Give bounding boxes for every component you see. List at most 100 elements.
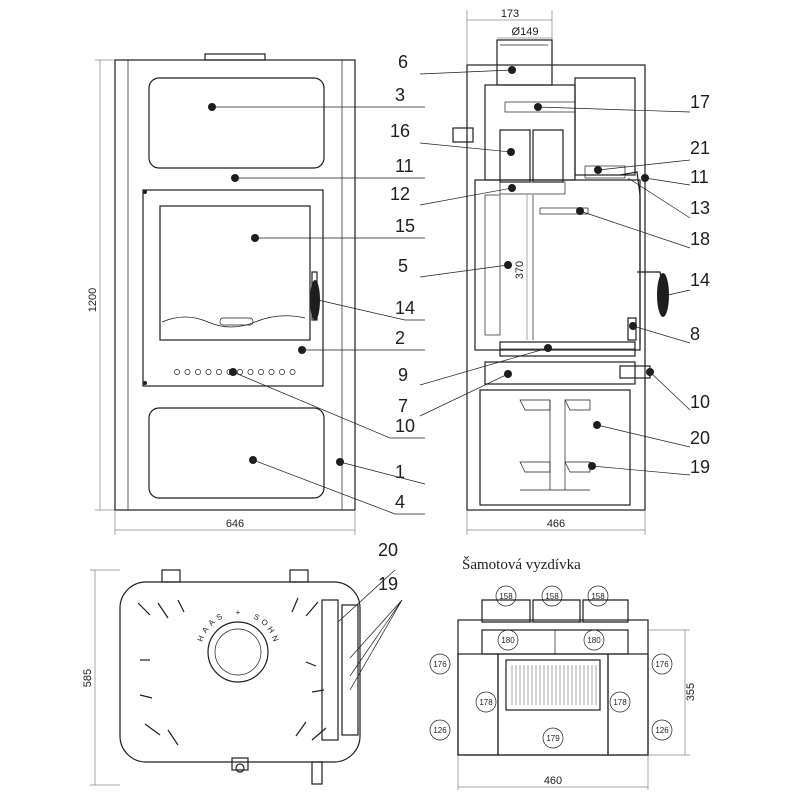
brick-marker-circle — [475, 691, 497, 713]
grate-opening — [505, 659, 601, 711]
brick-marker-circle — [542, 727, 564, 749]
side-label-13: 13 — [690, 198, 710, 218]
air-vent-hole — [268, 369, 275, 375]
lining-back-wall — [497, 653, 609, 756]
brick-marker-circle — [541, 585, 563, 607]
side-label-20: 20 — [690, 428, 710, 448]
air-vent-hole — [279, 369, 285, 375]
side-handle-icon — [657, 273, 669, 317]
brand-letter: S — [215, 612, 224, 622]
flue-ring-outer — [207, 621, 269, 683]
front-label-2: 2 — [395, 328, 405, 348]
brick-marker-circle — [609, 691, 631, 713]
top-side-rail — [321, 599, 339, 741]
top-vent-slots — [137, 597, 327, 746]
brick-marker-label: 176 — [433, 660, 447, 669]
brick-marker-circle — [429, 719, 451, 741]
brick-marker-circle — [587, 585, 609, 607]
brick-marker-circle — [429, 653, 451, 675]
front-body — [114, 59, 356, 511]
brick-marker-label: 158 — [591, 592, 605, 601]
brand-letter: O — [259, 617, 270, 628]
brick-marker-label: 179 — [546, 734, 560, 743]
brick-marker-label: 176 — [655, 660, 669, 669]
heat-exchanger-right — [532, 129, 564, 183]
brick-marker-label: 180 — [501, 636, 515, 645]
top-side-panel — [341, 604, 359, 736]
side-label-5: 5 — [398, 256, 408, 276]
brick-marker-label: 126 — [655, 726, 669, 735]
air-vent-hole — [205, 369, 212, 375]
flue-ring-inner — [214, 628, 262, 676]
glass-side — [484, 194, 501, 336]
firebox-door — [142, 189, 324, 387]
front-label-10: 10 — [395, 416, 415, 436]
brand-letter: H — [265, 625, 276, 635]
ash-pan — [484, 361, 636, 385]
air-control — [452, 127, 474, 143]
grate-lines — [511, 665, 597, 705]
front-label-15: 15 — [395, 216, 415, 236]
front-dim-height: 1200 — [87, 288, 99, 312]
front-dim-width: 646 — [226, 518, 244, 530]
side-label-7: 7 — [398, 396, 408, 416]
brand-letter: A — [207, 617, 217, 628]
side-dim-width: 466 — [547, 518, 565, 530]
brick-marker-label: 178 — [479, 698, 493, 707]
lining-title: Šamotová vyzdívka — [462, 556, 581, 573]
front-label-11: 11 — [395, 156, 414, 176]
brick-marker-circle — [651, 719, 673, 741]
side-label-19: 19 — [690, 457, 710, 477]
front-view: 3 11 15 14 2 10 1 4 1200 646 — [87, 53, 426, 535]
brick-marker-circle — [651, 653, 673, 675]
side-label-9: 9 — [398, 365, 408, 385]
side-label-10: 10 — [690, 392, 710, 412]
side-label-6: 6 — [398, 52, 408, 72]
lower-panel — [148, 407, 325, 499]
door-profile — [619, 171, 641, 345]
side-label-11: 11 — [690, 167, 709, 187]
brick-marker-circle — [497, 629, 519, 651]
air-vent-hole — [289, 369, 296, 375]
front-label-14: 14 — [395, 298, 415, 318]
door-latch-8 — [627, 317, 637, 341]
brick-marker-circle — [495, 585, 517, 607]
side-view: 6 17 16 21 11 12 13 18 5 14 8 9 10 7 20 … — [390, 8, 710, 535]
side-dim-inner-height: 370 — [514, 261, 526, 279]
top-label-20: 20 — [378, 540, 398, 560]
air-vent-hole — [247, 369, 254, 375]
upper-panel — [148, 77, 325, 169]
side-label-21: 21 — [690, 138, 710, 158]
top-plate-21 — [584, 165, 626, 179]
lining-dim-width: 460 — [544, 775, 562, 787]
front-label-4: 4 — [395, 492, 405, 512]
brand-letter: + — [236, 608, 241, 617]
side-label-8: 8 — [690, 324, 700, 344]
air-vent-hole — [258, 369, 264, 375]
side-label-17: 17 — [690, 92, 710, 112]
side-dim-top: 173 — [501, 8, 519, 20]
storage-compartment — [479, 389, 631, 506]
door-glass — [159, 205, 311, 341]
door-handle-icon — [310, 280, 320, 320]
deflector-12 — [499, 181, 566, 195]
brand-letter: S — [252, 612, 261, 622]
side-body — [466, 64, 646, 511]
brick-marker-label: 180 — [587, 636, 601, 645]
glass-handle-slot — [219, 317, 254, 326]
top-rear-tab-right — [289, 569, 309, 583]
flue-pipe — [496, 39, 553, 86]
top-label-19: 19 — [378, 574, 398, 594]
side-dim-diameter: Ø149 — [512, 26, 539, 38]
air-vent-hole — [195, 369, 201, 375]
air-vent-hole — [216, 369, 222, 375]
top-cover-lip — [204, 53, 266, 61]
side-label-18: 18 — [690, 229, 710, 249]
baffle-plate — [504, 101, 576, 113]
brick-marker-label: 178 — [613, 698, 627, 707]
top-rear-tab-left — [161, 569, 181, 583]
baffle-18 — [539, 207, 589, 215]
side-label-14: 14 — [690, 270, 710, 290]
